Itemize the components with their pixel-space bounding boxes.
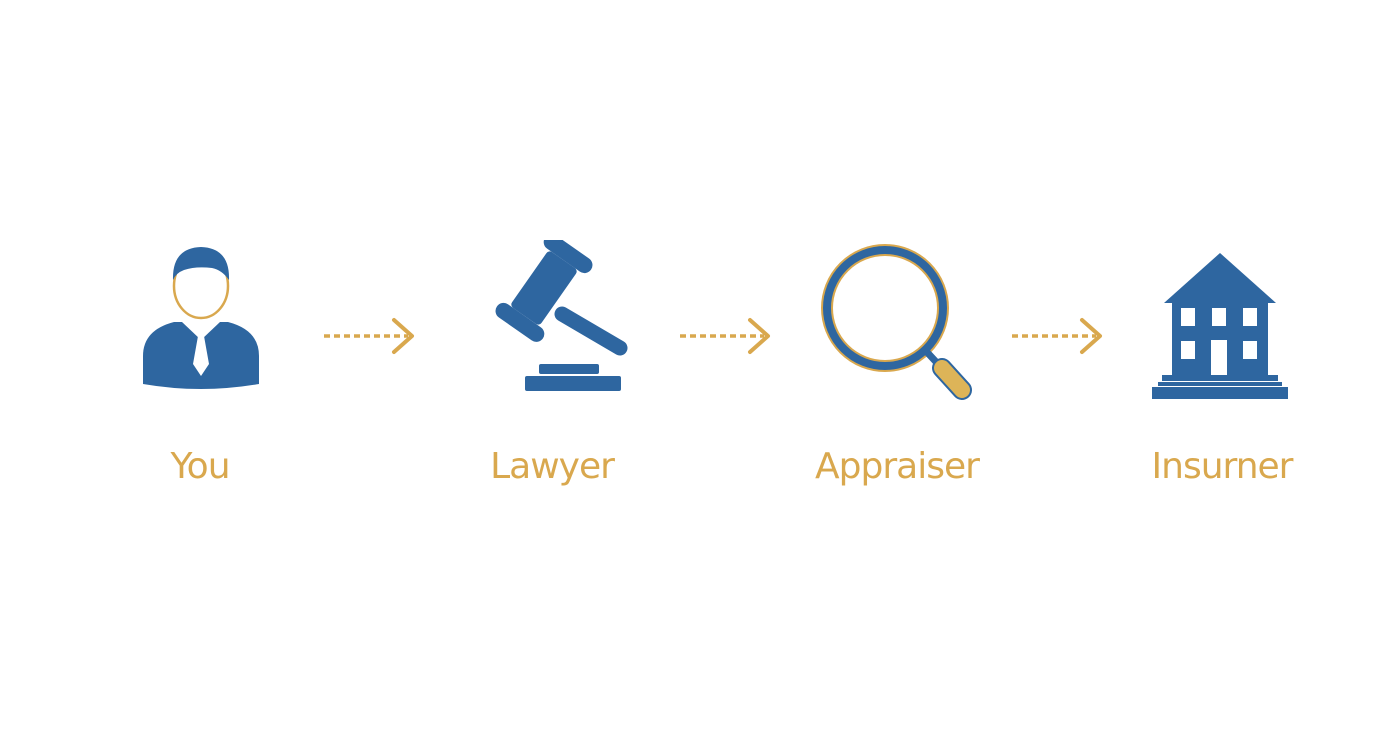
dashed-arrow-right-icon (680, 318, 770, 354)
dashed-arrow-right-icon (1012, 318, 1102, 354)
house-icon (1152, 253, 1288, 399)
gavel-icon (495, 240, 628, 391)
step-label-lawyer: Lawyer (490, 446, 615, 487)
step-label-you: You (170, 446, 230, 487)
magnifying-glass-icon (821, 244, 972, 400)
step-label-appraiser: Appraiser (815, 446, 980, 487)
step-label-insurner: Insurner (1151, 446, 1294, 487)
dashed-arrow-right-icon (324, 318, 414, 354)
person-icon (143, 247, 259, 389)
